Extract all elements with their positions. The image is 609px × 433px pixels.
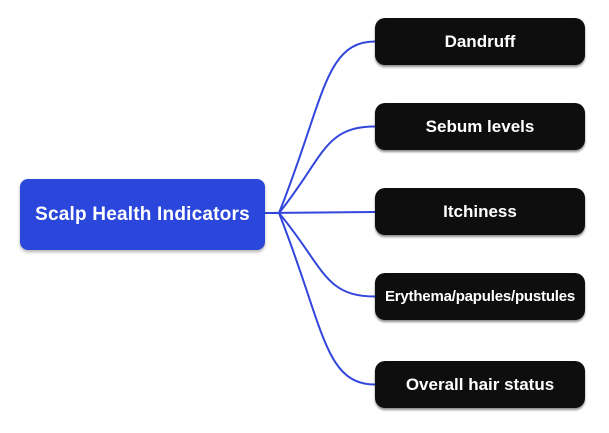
branch-node-dandruff[interactable]: Dandruff	[375, 18, 585, 65]
branch-node-label: Overall hair status	[405, 374, 555, 394]
branch-node-overall-hair-status[interactable]: Overall hair status	[375, 361, 585, 408]
branch-node-label: Dandruff	[444, 31, 516, 51]
link-branch-itchiness	[264, 211, 376, 214]
link-branch-erythema	[264, 212, 376, 298]
link-branch-sebum-levels	[264, 125, 376, 214]
branch-node-erythema-papules-pustules[interactable]: Erythema/papules/pustules	[375, 273, 585, 320]
branch-node-label: Sebum levels	[425, 116, 535, 136]
link-branch-overall-hair-status	[264, 212, 376, 386]
root-node-scalp-health-indicators[interactable]: Scalp Health Indicators	[20, 179, 265, 250]
branch-node-label: Itchiness	[443, 201, 517, 221]
link-branch-dandruff	[264, 40, 376, 214]
branch-node-itchiness[interactable]: Itchiness	[375, 188, 585, 235]
branch-node-sebum-levels[interactable]: Sebum levels	[375, 103, 585, 150]
root-node-label: Scalp Health Indicators	[35, 203, 250, 225]
branch-node-label: Erythema/papules/pustules	[384, 288, 576, 305]
